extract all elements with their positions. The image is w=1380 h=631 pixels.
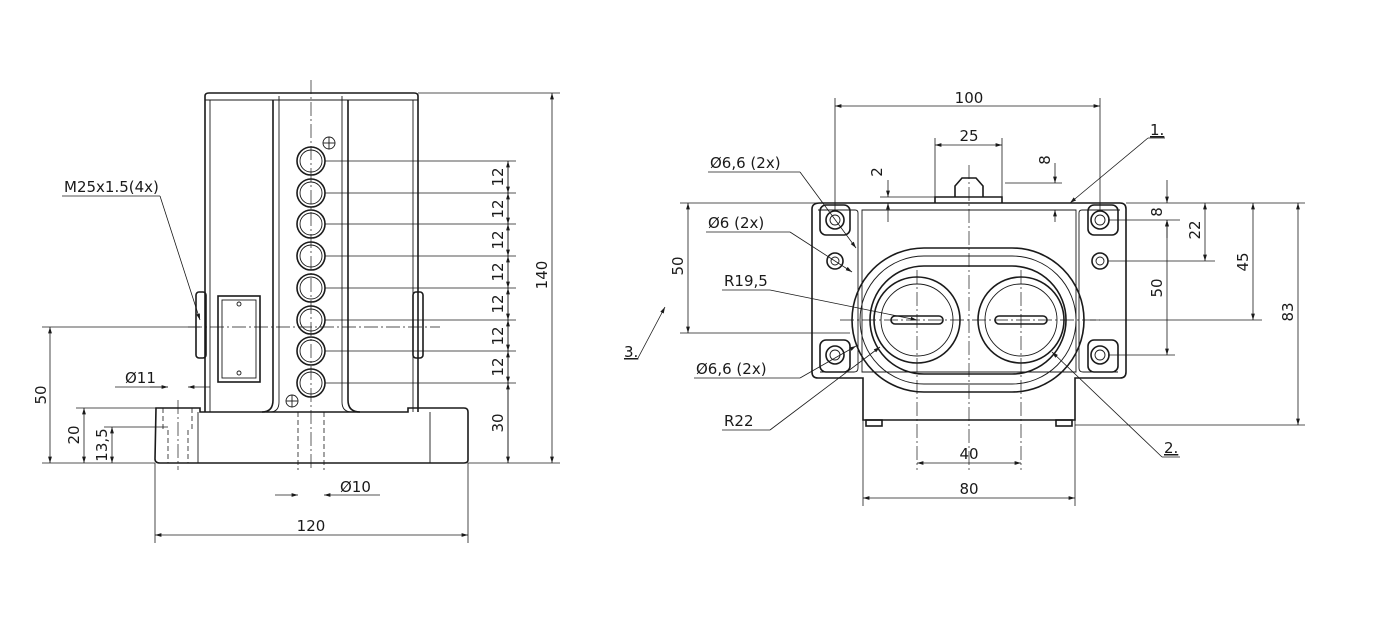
leader-r22	[769, 346, 881, 431]
body-right-pocket	[1078, 209, 1120, 373]
screw-icon	[236, 301, 242, 307]
dim-13-5-label: 13,5	[93, 428, 111, 461]
dim-25-label: 25	[959, 127, 978, 145]
gland-boss-left	[195, 291, 207, 359]
leader-r19-5	[769, 289, 918, 321]
pitch-label: 12	[489, 294, 507, 313]
dim-50-left-label: 50	[669, 256, 687, 275]
label-plate-inner	[221, 299, 257, 379]
dim-8-right-label: 8	[1148, 207, 1166, 217]
counterbore-hidden	[162, 408, 193, 463]
dim-40-label: 40	[959, 445, 978, 463]
callout-3-arrow	[637, 306, 666, 359]
callout-2-leader	[1051, 351, 1163, 458]
housing-wall-right-inner	[341, 96, 353, 413]
hole-66-bottom-label: Ø6,6 (2x)	[696, 360, 767, 378]
gland-boss-right	[412, 291, 424, 359]
callout-2-label: 2.	[1164, 439, 1178, 457]
pitch-label: 12	[489, 326, 507, 345]
pitch-label: 12	[489, 262, 507, 281]
dim-80-label: 80	[959, 480, 978, 498]
leader-hole-66-top	[799, 171, 857, 249]
r22-label: R22	[724, 412, 754, 430]
pitch-label: 12	[489, 167, 507, 186]
dim-83-label: 83	[1279, 302, 1297, 321]
pitch-label: 12	[489, 357, 507, 376]
leader-hole-6	[789, 231, 853, 273]
foot	[1055, 419, 1073, 427]
screw-icon	[236, 370, 242, 376]
dim-22-label: 22	[1186, 220, 1204, 239]
dim-20-label: 20	[65, 425, 83, 444]
base-plate	[154, 407, 469, 464]
side-view: 12 12 12 12 12 12 12 30 140 120 Ø10 Ø11	[32, 80, 560, 543]
callout-1-label: 1.	[1150, 121, 1164, 139]
callout-3-label: 3.	[624, 343, 638, 361]
dim-100-label: 100	[955, 89, 984, 107]
housing-wall-left-inner	[269, 96, 280, 413]
thread-callout-label: M25x1.5(4x)	[64, 178, 159, 196]
foot	[865, 419, 883, 427]
bolt-holes	[296, 146, 326, 398]
dim-45-label: 45	[1234, 252, 1252, 271]
pitch-labels: 12 12 12 12 12 12 12 30	[489, 167, 507, 432]
dim-50-right-label: 50	[1148, 278, 1166, 297]
hole-66-top-label: Ø6,6 (2x)	[710, 154, 781, 172]
housing-outline	[204, 92, 419, 412]
shaft-flange	[934, 196, 1003, 203]
thread-leader	[159, 195, 201, 321]
oval-gland-mid	[859, 255, 1077, 385]
housing-wall-left	[261, 100, 274, 413]
dim-50-left-label: 50	[32, 385, 50, 404]
bottom-hole-hidden	[297, 412, 325, 470]
dim-8-top-label: 8	[1036, 155, 1054, 165]
dim-140-label: 140	[533, 261, 551, 290]
housing-wall-right	[347, 100, 361, 413]
r19-5-label: R19,5	[724, 272, 768, 290]
dim-2-label: 2	[868, 167, 886, 177]
front-view: 100 25 2 8 8 22 50 45 83	[624, 89, 1305, 506]
leader-hole-66-bottom	[799, 345, 857, 379]
dim-30-label: 30	[489, 413, 507, 432]
hole-6-label: Ø6 (2x)	[708, 214, 764, 232]
dia10-label: Ø10	[340, 478, 371, 496]
pitch-label: 12	[489, 199, 507, 218]
label-plate	[217, 295, 261, 383]
pitch-label: 12	[489, 230, 507, 249]
dim-120-label: 120	[297, 517, 326, 535]
body-inner	[861, 209, 1077, 373]
dia11-label: Ø11	[125, 369, 156, 387]
callout-1-leader	[1069, 137, 1149, 204]
pitch-extension-lines	[325, 160, 516, 463]
